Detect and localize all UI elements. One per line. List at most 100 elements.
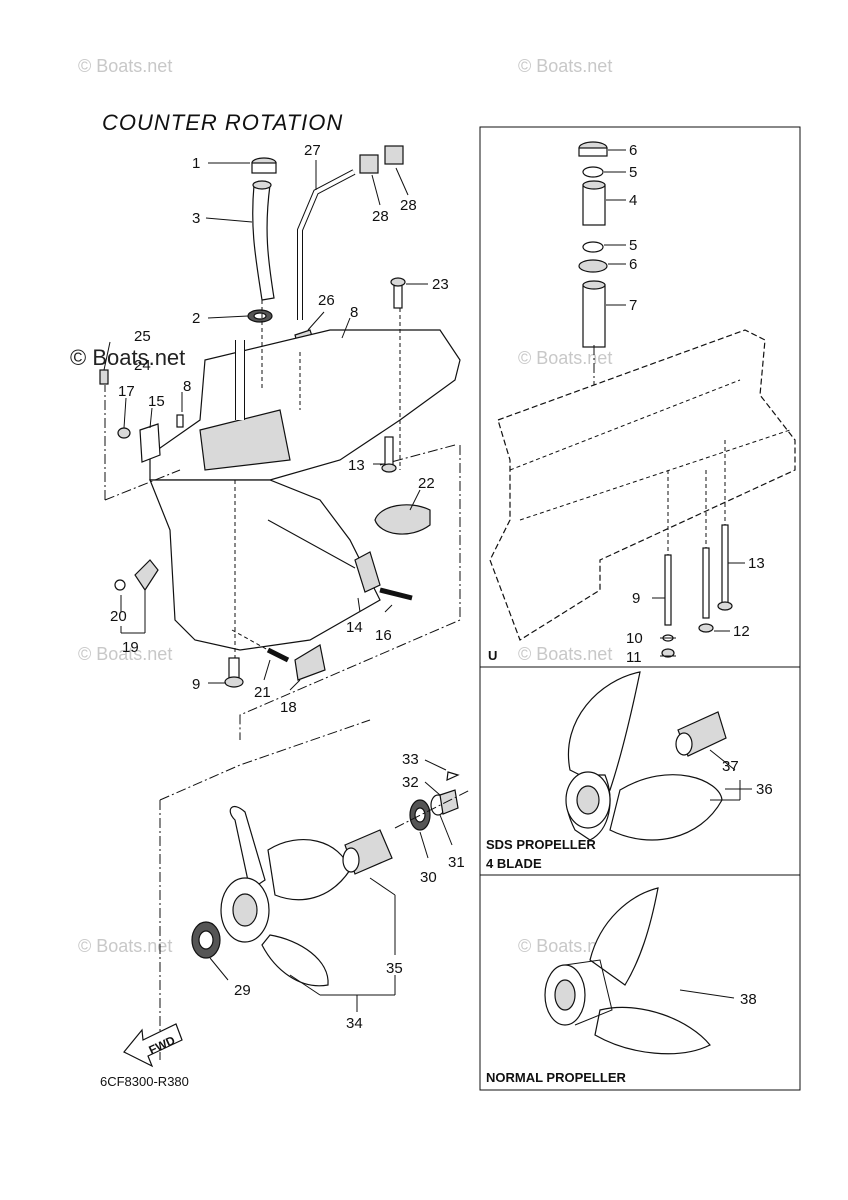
bolt-16-shape bbox=[379, 587, 413, 601]
main-propeller-art bbox=[159, 719, 471, 1060]
panel-u-label: U bbox=[488, 648, 497, 663]
label-27: 27 bbox=[304, 142, 321, 159]
u-panel-parts bbox=[489, 141, 796, 658]
label-16: 16 bbox=[375, 627, 392, 644]
label-26: 26 bbox=[318, 292, 335, 309]
label-15: 15 bbox=[148, 393, 165, 410]
label-19: 19 bbox=[122, 639, 139, 656]
normal-propeller-label: NORMAL PROPELLER bbox=[486, 1070, 626, 1085]
watermarks: © Boats.net © Boats.net © Boats.net © Bo… bbox=[70, 56, 612, 956]
bracket-15-shape bbox=[139, 423, 161, 463]
nut-12-u bbox=[698, 623, 714, 633]
watermark-5: © Boats.net bbox=[518, 644, 612, 664]
oring-5a-shape bbox=[582, 166, 604, 178]
sds-label-line2: 4 BLADE bbox=[486, 856, 542, 871]
propeller-labels: 33 32 30 31 35 29 34 bbox=[234, 751, 465, 1032]
tube-7-top bbox=[582, 280, 606, 290]
label-2: 2 bbox=[192, 310, 200, 327]
u-lower-casing bbox=[489, 329, 796, 641]
seal-6a-body bbox=[578, 147, 608, 157]
label-24: 24 bbox=[134, 357, 151, 374]
prop-blade-right bbox=[267, 839, 351, 901]
sds-blade-top bbox=[567, 671, 641, 791]
u-label-11: 11 bbox=[626, 649, 642, 666]
nut-32-shape bbox=[439, 789, 459, 815]
watermark-3: © Boats.net bbox=[518, 348, 612, 368]
main-labels: 1 3 2 27 28 28 23 26 8 25 24 8 17 15 13 … bbox=[110, 142, 449, 716]
u-label-13: 13 bbox=[748, 555, 765, 572]
oring-5b-shape bbox=[582, 241, 604, 253]
label-22: 22 bbox=[418, 475, 435, 492]
label-9: 9 bbox=[192, 676, 200, 693]
label-28b: 28 bbox=[400, 197, 417, 214]
sds-label-37: 37 bbox=[722, 758, 739, 775]
normal-label-38: 38 bbox=[740, 991, 757, 1008]
u-label-5a: 5 bbox=[629, 164, 637, 181]
sds-label-line1: SDS PROPELLER bbox=[486, 837, 596, 852]
prop-hub-bore bbox=[232, 893, 258, 927]
clip-28b-shape bbox=[384, 145, 404, 165]
label-3: 3 bbox=[192, 210, 200, 227]
main-lower-casing-art bbox=[99, 145, 461, 740]
label-34: 34 bbox=[346, 1015, 363, 1032]
bolt-13-shape bbox=[384, 436, 394, 466]
cap-18-shape bbox=[294, 644, 326, 681]
bolt-21-shape bbox=[266, 647, 290, 663]
label-14: 14 bbox=[346, 619, 363, 636]
nut-17-shape bbox=[117, 427, 131, 439]
u-label-6a: 6 bbox=[629, 142, 637, 159]
label-20: 20 bbox=[110, 608, 127, 625]
watermark-4: © Boats.net bbox=[78, 644, 172, 664]
u-label-7: 7 bbox=[629, 297, 637, 314]
stud-9-u bbox=[664, 554, 672, 626]
normal-blade-bottom bbox=[594, 1006, 711, 1055]
fwd-arrow-icon bbox=[123, 1023, 183, 1068]
sds-propeller-art bbox=[565, 671, 752, 841]
u-label-5b: 5 bbox=[629, 237, 637, 254]
casing-lower-body bbox=[149, 479, 381, 651]
label-28a: 28 bbox=[372, 208, 389, 225]
prop-blade-top bbox=[229, 806, 266, 891]
u-panel-labels: 6 5 4 5 6 7 13 9 12 10 11 bbox=[626, 142, 765, 666]
sds-hub-bore bbox=[576, 785, 600, 815]
seal-6b-shape bbox=[578, 259, 608, 273]
water-pump-housing bbox=[199, 409, 291, 471]
u-label-9: 9 bbox=[632, 590, 640, 607]
watermark-7: © Boats.net bbox=[518, 936, 612, 956]
hose-3-shape bbox=[252, 184, 275, 301]
u-label-12: 12 bbox=[733, 623, 750, 640]
label-25: 25 bbox=[134, 328, 151, 345]
label-23: 23 bbox=[432, 276, 449, 293]
label-35: 35 bbox=[386, 960, 403, 977]
label-32: 32 bbox=[402, 774, 419, 791]
label-8a: 8 bbox=[350, 304, 358, 321]
clip-28a-shape bbox=[359, 154, 379, 174]
normal-hub-bore bbox=[554, 979, 576, 1011]
nut-20-shape bbox=[114, 579, 126, 591]
watermark-6: © Boats.net bbox=[78, 936, 172, 956]
fwd-arrow: FWD bbox=[123, 1023, 183, 1068]
sds-label-36: 36 bbox=[756, 781, 773, 798]
casing-upper-body bbox=[149, 329, 461, 481]
diagram-title: COUNTER ROTATION bbox=[102, 110, 343, 135]
label-17: 17 bbox=[118, 383, 135, 400]
label-21: 21 bbox=[254, 684, 271, 701]
watermark-2: © Boats.net bbox=[518, 56, 612, 76]
nut-13-u bbox=[717, 601, 733, 611]
label-29: 29 bbox=[234, 982, 251, 999]
label-1: 1 bbox=[192, 155, 200, 172]
prop-blade-bottom bbox=[261, 934, 329, 987]
trim-tab-14-shape bbox=[354, 551, 381, 593]
normal-propeller-art bbox=[544, 887, 735, 1055]
watermark-dark: © Boats.net bbox=[70, 345, 185, 370]
label-8b: 8 bbox=[183, 378, 191, 395]
bolt-24-shape bbox=[99, 369, 109, 385]
label-33: 33 bbox=[402, 751, 419, 768]
watermark-1: © Boats.net bbox=[78, 56, 172, 76]
right-panels: U SDS PROPELLER 4 BLADE NORMAL PROPELLER bbox=[479, 126, 801, 1091]
stud-12-u bbox=[702, 547, 710, 619]
sds-blade-right bbox=[609, 774, 723, 841]
panel-normal-frame bbox=[479, 874, 801, 1091]
normal-blade-top bbox=[589, 887, 659, 986]
